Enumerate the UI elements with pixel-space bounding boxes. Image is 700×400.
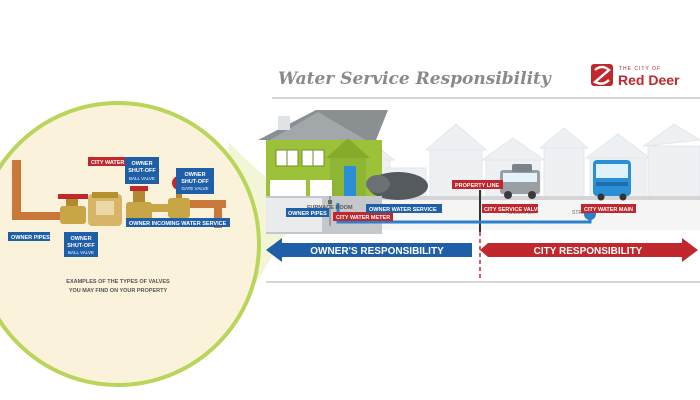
inset-owner-shutoff-gate-l1: OWNER — [184, 172, 205, 178]
inset-owner-pipes-label: OWNER PIPES — [11, 235, 50, 241]
scene-owner-pipes-tag — [286, 208, 329, 217]
inset-owner-shutoff-ball-l3: BALL VALVE — [129, 176, 155, 181]
inset-owner-shutoff-gate-l3: GATE VALVE — [181, 186, 208, 191]
inset-caption-line2: YOU MAY FIND ON YOUR PROPERTY — [69, 288, 168, 294]
inset-owner-pipes-tag — [8, 232, 50, 241]
owner-pipe-horizontal — [12, 212, 72, 220]
owner-responsibility-arrow — [266, 238, 472, 262]
inset-city-water-meter-tag — [88, 157, 153, 166]
incoming-pipe-horizontal — [186, 200, 226, 208]
valve-icon — [126, 186, 152, 220]
ground-surface — [266, 196, 700, 200]
inset-owner-shutoff-ball-lower-l2: SHUT-OFF — [67, 243, 95, 249]
inset-owner-shutoff-ball-lower-l1: OWNER — [70, 236, 91, 242]
truck-icon — [500, 164, 540, 199]
inset-owner-shutoff-ball-l1: OWNER — [131, 161, 152, 167]
inset-incoming-service-tag — [126, 218, 230, 227]
inset-owner-shutoff-ball-tag — [125, 157, 159, 184]
logo-name: Red Deer — [618, 72, 680, 88]
inset-owner-shutoff-ball-lower-tag — [64, 232, 98, 257]
bus-icon — [593, 160, 631, 201]
city-water-main-tag — [581, 204, 636, 213]
scene-city-water-meter-tag — [333, 212, 393, 221]
owner-water-service-tag — [366, 204, 442, 213]
owner-responsibility-label: OWNER'S RESPONSIBILITY — [310, 246, 444, 257]
owner-water-service-label: OWNER WATER SERVICE — [369, 207, 437, 213]
inset-owner-shutoff-gate-l2: SHUT-OFF — [181, 179, 209, 185]
page-title: Water Service Responsibility — [278, 69, 552, 89]
inset-owner-shutoff-gate-tag — [176, 168, 214, 194]
inset-caption-line1: EXAMPLES OF THE TYPES OF VALVES — [66, 279, 170, 285]
inset-city-water-meter-label: CITY WATER METER — [91, 160, 145, 166]
property-line-label: PROPERTY LINE — [455, 183, 500, 189]
water-meter-icon — [88, 192, 122, 226]
city-responsibility-label: CITY RESPONSIBILITY — [534, 246, 643, 257]
furnace-room-label: FURNACE ROOM — [307, 205, 353, 211]
inset-circle — [0, 101, 261, 387]
city-service-valve-tag — [482, 204, 538, 213]
scene-owner-pipes-label: OWNER PIPES — [288, 211, 327, 217]
inset-incoming-service-label: OWNER INCOMING WATER SERVICE — [129, 221, 227, 227]
property-line-tag — [452, 180, 503, 189]
house-icon — [258, 110, 428, 200]
inset-owner-shutoff-ball-lower-l3: BALL VALVE — [68, 250, 94, 255]
logo-small-text: THE CITY OF — [619, 66, 661, 72]
valve-icon — [58, 194, 88, 224]
scene-city-water-meter-label: CITY WATER METER — [336, 215, 390, 221]
valve-inset: CITY WATER METER OWNER SHUT-OFF BALL VAL… — [0, 101, 261, 387]
inset-owner-shutoff-ball-l2: SHUT-OFF — [128, 168, 156, 174]
owner-pipe-vertical — [12, 160, 21, 220]
city-service-valve-label: CITY SERVICE VALVE — [484, 207, 541, 213]
city-responsibility-arrow — [480, 238, 698, 262]
city-water-main-label: CITY WATER MAIN — [584, 207, 633, 213]
red-deer-logo: THE CITY OF Red Deer — [591, 64, 680, 88]
red-deer-logo-icon — [591, 64, 613, 86]
incoming-pipe-vertical — [214, 200, 222, 228]
